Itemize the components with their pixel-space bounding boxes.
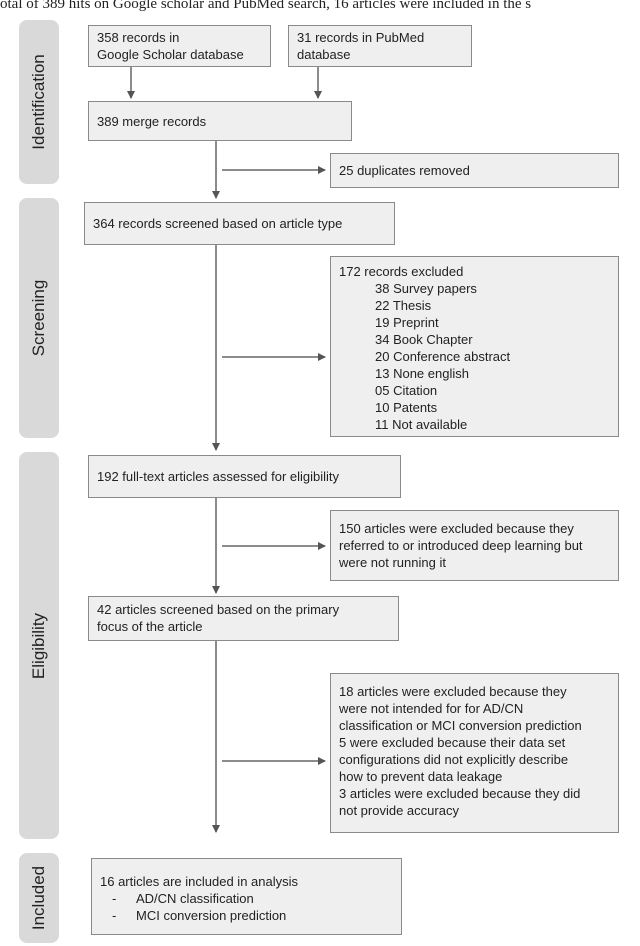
excluded-item: 38 Survey papers [375,281,477,296]
excluded-item: 10 Patents [375,400,438,415]
box-line: 42 articles screened based on the primar… [97,602,340,617]
box-line: Google Scholar database [97,47,244,62]
box-line: referred to or introduced deep learning … [339,538,583,553]
box-line: 25 duplicates removed [339,163,470,178]
box-line: classification or MCI conversion predict… [339,718,582,733]
box-pubmed: 31 records in PubMed database [288,25,472,67]
box-line: 5 were excluded because their data set [339,735,566,750]
box-line: focus of the article [97,619,203,634]
excluded-item: 19 Preprint [375,315,439,330]
included-header: 16 articles are included in analysis [100,874,298,889]
box-excluded-final: 18 articles were excluded because they w… [330,673,619,833]
box-line: were not intended for for AD/CN [339,701,524,716]
excluded-item: 34 Book Chapter [375,332,473,347]
box-screened-article-type: 364 records screened based on article ty… [84,202,395,245]
excluded-item: 22 Thesis [375,298,432,313]
phase-eligibility: Eligibility [19,452,59,839]
box-duplicates-removed: 25 duplicates removed [330,153,619,188]
included-item-label: AD/CN classification [136,891,254,906]
phase-screening: Screening [19,198,59,438]
included-item-label: MCI conversion prediction [136,908,287,923]
box-line: 358 records in [97,30,180,45]
box-google-scholar: 358 records in Google Scholar database [88,25,271,67]
box-line: 150 articles were excluded because they [339,521,574,536]
bullet-dash: - [112,908,117,923]
excluded-header: 172 records excluded [339,264,464,279]
excluded-item: 13 None english [375,366,469,381]
included-item: - AD/CN classification [100,890,393,907]
box-line: 192 full-text articles assessed for elig… [97,469,340,484]
excluded-item: 20 Conference abstract [375,349,511,364]
included-item: - MCI conversion prediction [100,907,393,924]
phase-identification: Identification [19,20,59,184]
box-line: not provide accuracy [339,803,459,818]
box-primary-focus: 42 articles screened based on the primar… [88,596,399,641]
box-line: how to prevent data leakage [339,769,503,784]
box-merge-records: 389 merge records [88,101,352,141]
box-included: 16 articles are included in analysis - AD… [91,858,402,935]
excluded-item: 05 Citation [375,383,438,398]
box-line: were not running it [339,555,446,570]
bullet-dash: - [112,891,117,906]
figure-caption: otal of 389 hits on Google scholar and P… [0,0,532,12]
box-line: 31 records in PubMed [297,30,425,45]
box-line: 3 articles were excluded because they di… [339,786,581,801]
box-fulltext-assessed: 192 full-text articles assessed for elig… [88,455,401,498]
phase-included: Included [19,853,59,943]
box-line: configurations did not explicitly descri… [339,752,569,767]
box-line: 389 merge records [97,114,207,129]
box-line: 18 articles were excluded because they [339,684,567,699]
box-excluded-150: 150 articles were excluded because they … [330,510,619,581]
excluded-item: 11 Not available [375,417,468,432]
box-line: database [297,47,351,62]
box-excluded-172: 172 records excluded 38 Survey papers 22… [330,256,619,437]
box-line: 364 records screened based on article ty… [93,216,343,231]
